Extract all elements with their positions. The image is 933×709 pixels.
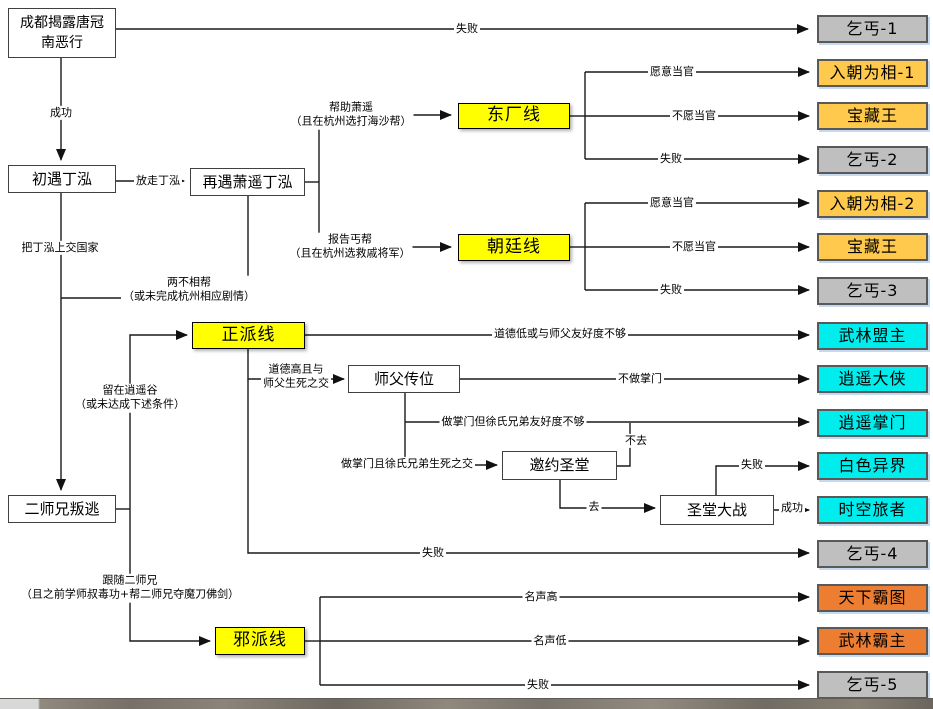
edge-label-fail-xiepai: 失败 bbox=[525, 677, 551, 693]
edge-label-help-xiaoyao: 帮助萧遥 （且在杭州选打海沙帮） bbox=[288, 100, 414, 130]
ending-wulin-alliance-leader: 武林盟主 bbox=[817, 322, 928, 350]
edge-label-fail-dongchang: 失败 bbox=[658, 151, 684, 167]
edge-label-success: 成功 bbox=[48, 105, 74, 121]
ending-beggar-2: 乞丐-2 bbox=[817, 146, 928, 174]
node-master-succession: 师父传位 bbox=[348, 365, 460, 393]
edge-label-fail-zhengpai: 失败 bbox=[420, 545, 446, 561]
edge-label-low-fame: 名声低 bbox=[531, 633, 569, 649]
ending-treasure-king-1: 宝藏王 bbox=[817, 102, 928, 130]
ending-beggar-1: 乞丐-1 bbox=[817, 15, 928, 43]
edge-label-leader-high-friendship: 做掌门且徐氏兄弟生死之交 bbox=[339, 456, 475, 472]
edge-label-fail-to-beggar1: 失败 bbox=[454, 21, 480, 37]
ending-wulin-overlord: 武林霸主 bbox=[817, 627, 928, 655]
node-chengdu-expose: 成都揭露唐冠南恶行 bbox=[8, 8, 116, 58]
edge-label-low-morality: 道德低或与师父友好度不够 bbox=[492, 326, 628, 342]
node-second-brother-defection: 二师兄叛逃 bbox=[8, 495, 116, 523]
edge-label-release-dinghong: 放走丁泓 bbox=[134, 173, 182, 189]
node-sanctum-invitation: 邀约圣堂 bbox=[502, 451, 617, 480]
ending-carefree-sect-leader: 逍遥掌门 bbox=[817, 409, 928, 437]
edge-label-high-morality: 道德高且与 师父生死之交 bbox=[261, 362, 331, 392]
node-second-meet-xiaoyao-dinghong: 再遇萧遥丁泓 bbox=[190, 168, 305, 196]
ending-world-domination: 天下霸图 bbox=[817, 584, 928, 612]
node-east-factory-line: 东厂线 bbox=[458, 103, 570, 129]
ending-time-traveler: 时空旅者 bbox=[817, 496, 928, 524]
node-righteous-line: 正派线 bbox=[192, 322, 305, 349]
edge-label-willing-official-2: 愿意当官 bbox=[648, 195, 696, 211]
edge-label-help-neither: 两不相帮 （或未完成杭州相应剧情） bbox=[121, 275, 257, 305]
edge-label-go: 去 bbox=[586, 499, 602, 515]
edge-label-high-fame: 名声高 bbox=[522, 589, 560, 605]
edge-label-unwilling-official-2: 不愿当官 bbox=[670, 239, 718, 255]
edge-label-report-beggar-sect: 报告丐帮 （且在杭州选救戚将军） bbox=[287, 232, 413, 262]
ending-white-otherworld: 白色异界 bbox=[817, 452, 928, 480]
edge-label-leader-low-friendship: 做掌门但徐氏兄弟友好度不够 bbox=[439, 414, 587, 430]
ending-prime-minister-2: 入朝为相-2 bbox=[817, 190, 928, 218]
edge-label-not-leader: 不做掌门 bbox=[616, 371, 664, 387]
edge-label-fail-sanctum: 失败 bbox=[739, 457, 765, 473]
node-imperial-court-line: 朝廷线 bbox=[458, 234, 570, 261]
node-sanctum-battle: 圣堂大战 bbox=[660, 495, 774, 525]
edge-label-stay-in-valley: 留在逍遥谷 （或未达成下述条件） bbox=[73, 383, 187, 413]
node-evil-line: 邪派线 bbox=[215, 627, 305, 655]
edge-label-follow-second-brother: 跟随二师兄 （且之前学师叔毒功+帮二师兄夺魔刀佛剑） bbox=[18, 573, 242, 603]
edge-label-not-go: 不去 bbox=[623, 433, 649, 449]
ending-beggar-5: 乞丐-5 bbox=[817, 671, 928, 699]
ending-prime-minister-1: 入朝为相-1 bbox=[817, 59, 928, 87]
ending-beggar-3: 乞丐-3 bbox=[817, 277, 928, 305]
edge-label-turn-in-dinghong: 把丁泓上交国家 bbox=[19, 240, 101, 256]
ending-treasure-king-2: 宝藏王 bbox=[817, 233, 928, 261]
edge-label-unwilling-official-1: 不愿当官 bbox=[670, 108, 718, 124]
edge-label-fail-chaoting: 失败 bbox=[658, 282, 684, 298]
edge-label-success-sanctum: 成功 bbox=[779, 500, 805, 516]
ending-carefree-hero: 逍遥大侠 bbox=[817, 365, 928, 393]
ending-beggar-4: 乞丐-4 bbox=[817, 540, 928, 568]
edge-label-willing-official-1: 愿意当官 bbox=[648, 64, 696, 80]
node-first-meet-dinghong: 初遇丁泓 bbox=[8, 165, 116, 193]
desktop-wallpaper-strip bbox=[0, 698, 933, 709]
